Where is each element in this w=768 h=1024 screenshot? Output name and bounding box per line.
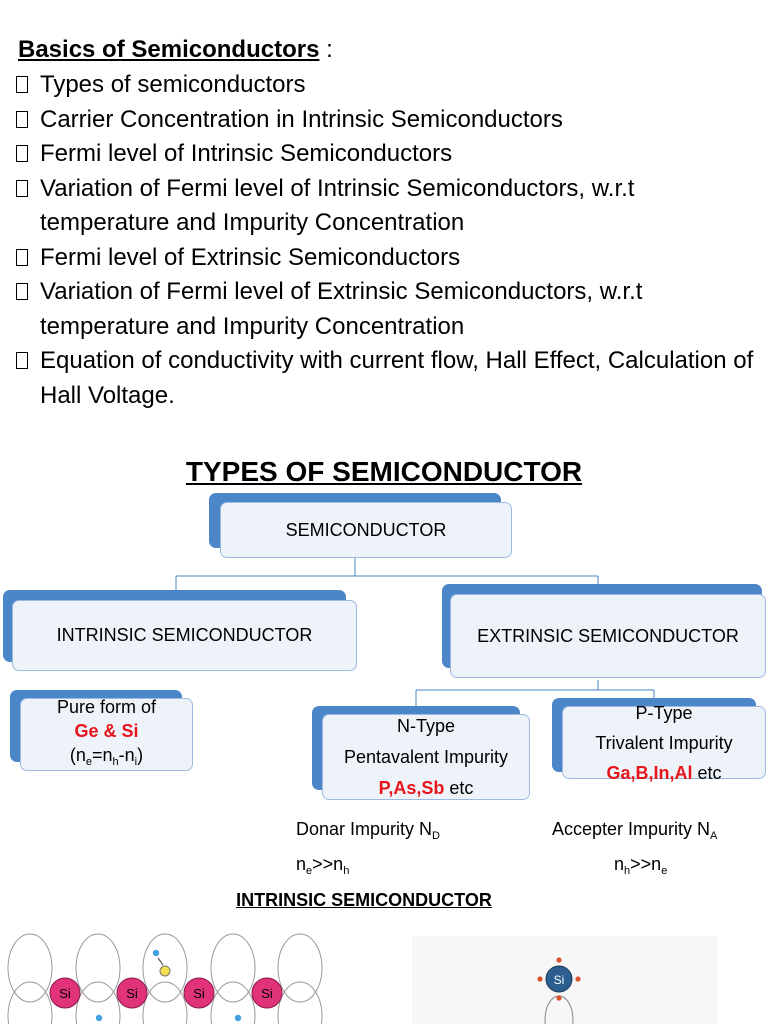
ntype-elements-row: P,As,Sb etc [378, 777, 474, 798]
electron-arrow [157, 957, 164, 966]
topic-item: Equation of conductivity with current fl… [14, 344, 754, 413]
electron-dot [152, 949, 160, 957]
topic-item: Variation of Fermi level of Intrinsic Se… [14, 172, 754, 241]
si-atom [49, 977, 81, 1009]
si-center-atom [545, 965, 573, 993]
pure-line1: Pure form of [56, 697, 157, 717]
si-atoms: Si Si Si Si [49, 977, 283, 1009]
topic-item: Carrier Concentration in Intrinsic Semic… [14, 103, 754, 138]
topic-text: Equation of conductivity with current fl… [40, 347, 754, 409]
ntype-line2: Pentavalent Impurity [343, 746, 509, 767]
topic-text: Variation of Fermi level of Intrinsic Se… [40, 174, 635, 237]
si-center-label: Si [554, 973, 565, 987]
intrinsic-section-title: INTRINSIC SEMICONDUCTOR [236, 890, 492, 910]
root-node: SEMICONDUCTOR [220, 502, 512, 558]
donor-annotation: Donar Impurity ND ne>>nh [296, 819, 440, 877]
topic-text: Carrier Concentration in Intrinsic Semic… [40, 105, 563, 133]
topic-item: Types of semiconductors [14, 68, 754, 103]
topic-item: Fermi level of Intrinsic Semiconductors [14, 137, 754, 172]
intro-heading-colon: : [319, 36, 333, 63]
topic-text: Fermi level of Extrinsic Semiconductors [40, 243, 461, 271]
intrinsic-node-label: INTRINSIC SEMICONDUCTOR [56, 625, 313, 645]
ptype-node: P-Type Trivalent Impurity Ga,B,In,Al etc [562, 703, 766, 783]
box-bullet-icon [16, 76, 28, 93]
intro-heading: Basics of Semiconductors : [18, 36, 333, 64]
si-atom [183, 977, 215, 1009]
types-title: TYPES OF SEMICONDUCTOR [185, 456, 583, 487]
box-bullet-icon [16, 110, 28, 128]
extrinsic-node: EXTRINSIC SEMICONDUCTOR [450, 594, 766, 678]
box-bullet-icon [16, 248, 28, 266]
ptype-line2: Trivalent Impurity [595, 732, 733, 753]
intro-heading-text: Basics of Semiconductors [18, 36, 320, 63]
ptype-elements-row: Ga,B,In,Al etc [606, 762, 722, 783]
si-atom [251, 977, 283, 1009]
topic-text: Types of semiconductors [40, 71, 306, 98]
si-atom-label: Si [193, 986, 205, 1001]
box-bullet-icon [16, 283, 28, 300]
acceptor-annotation: Accepter Impurity NA nh>>ne [552, 819, 718, 877]
si-atom-label: Si [261, 986, 273, 1001]
intrinsic-node: INTRINSIC SEMICONDUCTOR [12, 600, 357, 671]
pure-node: Pure form of Ge & Si (ne=nh-ni) [20, 697, 193, 771]
box-bullet-icon [16, 352, 28, 369]
si-atom [116, 977, 148, 1009]
topic-list: Types of semiconductors Carrier Concentr… [14, 68, 754, 413]
pure-elements: Ge & Si [74, 721, 139, 741]
ntype-line1: N-Type [396, 715, 456, 736]
topic-item: Fermi level of Extrinsic Semiconductors [14, 241, 754, 276]
topic-text: Variation of Fermi level of Extrinsic Se… [40, 278, 643, 340]
electron-dot [234, 1014, 242, 1022]
ptype-line1: P-Type [635, 702, 693, 723]
free-electron [159, 965, 171, 977]
si-atom-label: Si [59, 986, 71, 1001]
electron-dot [95, 1014, 103, 1022]
extrinsic-node-label: EXTRINSIC SEMICONDUCTOR [477, 625, 739, 646]
si-atom-label: Si [126, 986, 138, 1001]
ntype-node: N-Type Pentavalent Impurity P,As,Sb etc [322, 714, 530, 800]
box-bullet-icon [16, 179, 28, 197]
root-node-label: SEMICONDUCTOR [285, 519, 447, 540]
ntype-elements: P,As,Sb [378, 777, 445, 798]
ptype-elements: Ga,B,In,Al [606, 762, 693, 783]
pure-equation: (ne=nh-ni) [69, 745, 144, 768]
box-bullet-icon [16, 145, 28, 162]
topic-item: Variation of Fermi level of Extrinsic Se… [14, 275, 754, 344]
topic-text: Fermi level of Intrinsic Semiconductors [40, 140, 453, 167]
